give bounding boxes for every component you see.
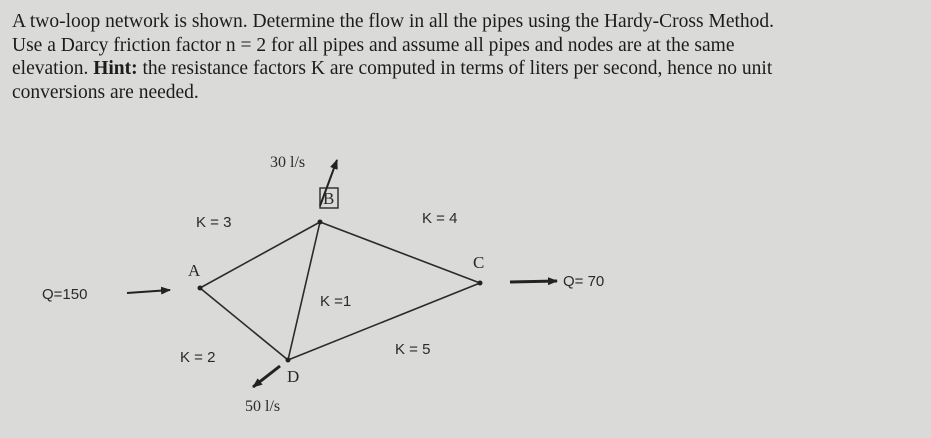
outflow-b-label: 30 l/s xyxy=(270,154,305,171)
pipe-ab-resistance: K = 3 xyxy=(196,214,231,231)
node-c-label: C xyxy=(473,253,484,272)
pipe-bc-resistance: K = 4 xyxy=(422,210,457,227)
node-b-label: B xyxy=(323,189,334,208)
node-d-label: D xyxy=(287,367,299,386)
outflow-arrow-d xyxy=(252,364,281,389)
problem-statement: A two-loop network is shown. Determine t… xyxy=(12,10,922,104)
problem-line-1: A two-loop network is shown. Determine t… xyxy=(12,11,775,32)
pipe-dc xyxy=(287,282,481,361)
outflow-c-label: Q= 70 xyxy=(563,273,604,290)
pipe-bd xyxy=(287,221,321,361)
problem-line-2: Use a Darcy friction factor n = 2 for al… xyxy=(12,34,735,56)
problem-line-3: elevation. Hint: the resistance factors … xyxy=(12,57,922,81)
problem-line-3-end: the resistance factors K are computed in… xyxy=(137,58,773,79)
pipe-ad-resistance: K = 2 xyxy=(180,349,215,366)
pipe-bc xyxy=(319,221,481,284)
hint-label: Hint: xyxy=(93,58,138,79)
outflow-arrow-b xyxy=(319,159,338,207)
inflow-a-label: Q=150 xyxy=(42,286,87,303)
outflow-arrow-c xyxy=(509,277,558,286)
node-b-box xyxy=(319,187,339,209)
node-b-dot xyxy=(317,219,323,225)
node-d-dot xyxy=(285,357,291,363)
node-a-dot xyxy=(197,285,203,291)
node-c-dot xyxy=(477,280,483,286)
node-a-label: A xyxy=(188,261,201,280)
inflow-arrow-a xyxy=(126,286,171,295)
problem-line-4: conversions are needed. xyxy=(12,81,199,103)
pipe-ab xyxy=(199,221,321,289)
pipe-ad xyxy=(199,287,289,361)
pipe-bd-resistance: K =1 xyxy=(320,293,351,310)
pipe-dc-resistance: K = 5 xyxy=(395,341,430,358)
problem-line-3-start: elevation. xyxy=(12,58,94,79)
outflow-d-label: 50 l/s xyxy=(245,398,280,415)
